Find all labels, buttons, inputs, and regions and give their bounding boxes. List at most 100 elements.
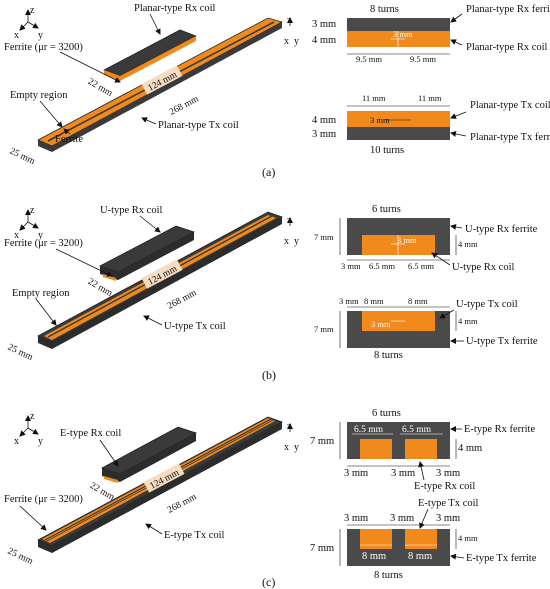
rx-block-c [100,426,198,483]
rx-w-left-a: 9.5 mm [356,54,382,64]
tx-ferrite-label-b: U-type Tx ferrite [466,336,538,347]
rx-w-right-b: 6.5 mm [408,261,434,271]
ferrite-label-c: Ferrite (μr = 3200) [4,494,83,505]
rx-gap-b: 3 mm [397,235,417,245]
tx-w-slot-left-c: 8 mm [362,551,386,562]
dim-268-a: 268 mm [168,94,201,118]
svg-text:x: x [284,236,289,247]
svg-text:z: z [287,215,292,226]
tx-section-b: 3 mm 8 mm 8 mm 3 mm 7 mm 4 mm 8 turns U-… [314,296,538,361]
tx-coil-label-b: U-type Tx coil [456,299,518,310]
axis-triad-b: z x y [14,205,43,241]
tx-w-left-a: 11 mm [362,93,386,103]
panel-b: z x y 124 mm 22 mm 268 mm 25 mm U-type R… [4,204,538,382]
tx-w-leg1-c: 3 mm [344,513,368,524]
svg-text:x: x [14,436,19,447]
rx-ferrite-label-c: E-type Rx ferrite [464,424,535,435]
tx-w-leg2-c: 3 mm [390,513,414,524]
rx-label-b: U-type Rx coil [100,205,162,216]
caption-a: (a) [262,165,275,179]
tx-h-coil-c: 4 mm [458,533,478,543]
svg-text:z: z [287,421,292,432]
rx-section-c: z x y 6 turns 6.5 mm 6.5 mm 7 mm 4 mm 3 … [284,408,535,492]
svg-text:x: x [284,442,289,453]
svg-text:z: z [30,411,35,422]
tx-w-right-b: 8 mm [408,296,428,306]
tx-section-c: E-type Tx coil 3 mm 3 mm 3 mm 8 mm 8 mm … [310,498,537,581]
rx-turns-a: 8 turns [370,4,399,15]
empty-label-b: Empty region [12,288,70,299]
tx-label-b: U-type Tx coil [164,321,226,332]
tx-h-coil-a: 4 mm [312,115,336,126]
rx-ferrite-label-a: Planar-type Rx ferrite [466,4,550,15]
panel-c: z x y 124 mm 22 mm 268 mm 25 mm E-type R… [4,408,537,589]
tx-w-right-a: 11 mm [418,93,442,103]
rx-gap-a: 3 mm [393,29,413,39]
tx-w-left-b: 8 mm [364,296,384,306]
rx-turns-c: 6 turns [372,408,401,419]
panel-a: z x y 124 mm 22 mm 268 mm 25 mm Planar-t… [4,3,550,179]
rx-turns-b: 6 turns [372,204,401,215]
rx-label-c: E-type Rx coil [60,428,121,439]
caption-c: (c) [262,575,275,589]
tx-h-total-c: 7 mm [310,543,334,554]
tx-gap-b: 3 mm [371,319,391,329]
dim-22-b: 22 mm [86,277,115,299]
tx-section-a: 11 mm 11 mm 3 mm 4 mm 3 mm 10 turns Plan… [312,93,550,156]
tx-h-ferrite-a: 3 mm [312,129,336,140]
rx-w-leg3-c: 3 mm [436,468,460,479]
rx-w-right-a: 9.5 mm [410,54,436,64]
rx-w-slot-left-c: 6.5 mm [354,425,384,435]
tx-h-coil-b: 4 mm [458,316,478,326]
tx-coil-label-c: E-type Tx coil [418,498,479,509]
dim-22-a: 22 mm [86,77,115,99]
tx-turns-c: 8 turns [374,570,403,581]
rx-coil-label-b: U-type Rx coil [452,262,514,273]
tx-coil-label-a: Planar-type Tx coil [470,100,550,111]
empty-label-a: Empty region [10,90,68,101]
tx-label-c: E-type Tx coil [164,530,225,541]
svg-text:z: z [287,15,292,26]
tx-label-a: Planar-type Tx coil [158,120,239,131]
tx-ferrite-label-a: Planar-type Tx ferrite [470,132,550,143]
rx-h-total-b: 7 mm [314,232,334,242]
ferrite-label-b: Ferrite (μr = 3200) [4,238,83,249]
svg-text:y: y [294,442,299,453]
tx-turns-a: 10 turns [370,145,404,156]
axis-z: z [30,5,35,16]
tx-w-slot-right-c: 8 mm [408,551,432,562]
rx-w-leg1-c: 3 mm [344,468,368,479]
rx-section-a: z x y 8 turns 3 mm 3 mm 4 mm 9.5 mm 9.5 … [284,4,550,64]
dim-25-b: 25 mm [6,343,35,364]
svg-text:y: y [38,436,43,447]
rx-w-leg2-c: 3 mm [391,468,415,479]
rx-coil-label-c: E-type Rx coil [414,481,475,492]
svg-text:y: y [294,236,299,247]
ferrite2-label-a: Ferrite [55,134,83,145]
dim-268-c: 268 mm [166,492,199,516]
rx-h-coil-b: 4 mm [458,239,478,249]
rx-h-coil-a: 4 mm [312,35,336,46]
svg-text:x: x [284,36,289,47]
svg-text:x: x [14,230,19,241]
rx-w-wall-b: 3 mm [341,261,361,271]
svg-text:z: z [30,205,35,216]
dim-25-c: 25 mm [6,547,35,568]
axis-triad-a: z x y [14,5,43,41]
caption-b: (b) [262,368,276,382]
rx-label-a: Planar-type Rx coil [134,3,216,14]
axis-x: x [14,30,19,41]
svg-text:y: y [294,36,299,47]
rx-w-left-b: 6.5 mm [369,261,395,271]
rx-h-ferrite-a: 3 mm [312,19,336,30]
tx-w-wall-b: 3 mm [339,296,359,306]
tx-turns-b: 8 turns [374,350,403,361]
rx-ferrite-label-b: U-type Rx ferrite [465,224,538,235]
dim-25-a: 25 mm [8,147,37,168]
tx-w-leg3-c: 3 mm [436,513,460,524]
ferrite-label-a: Ferrite (μr = 3200) [4,42,83,53]
tx-ferrite-label-c: E-type Tx ferrite [466,553,537,564]
axis-y: y [38,30,43,41]
rx-w-slot-right-c: 6.5 mm [402,425,432,435]
